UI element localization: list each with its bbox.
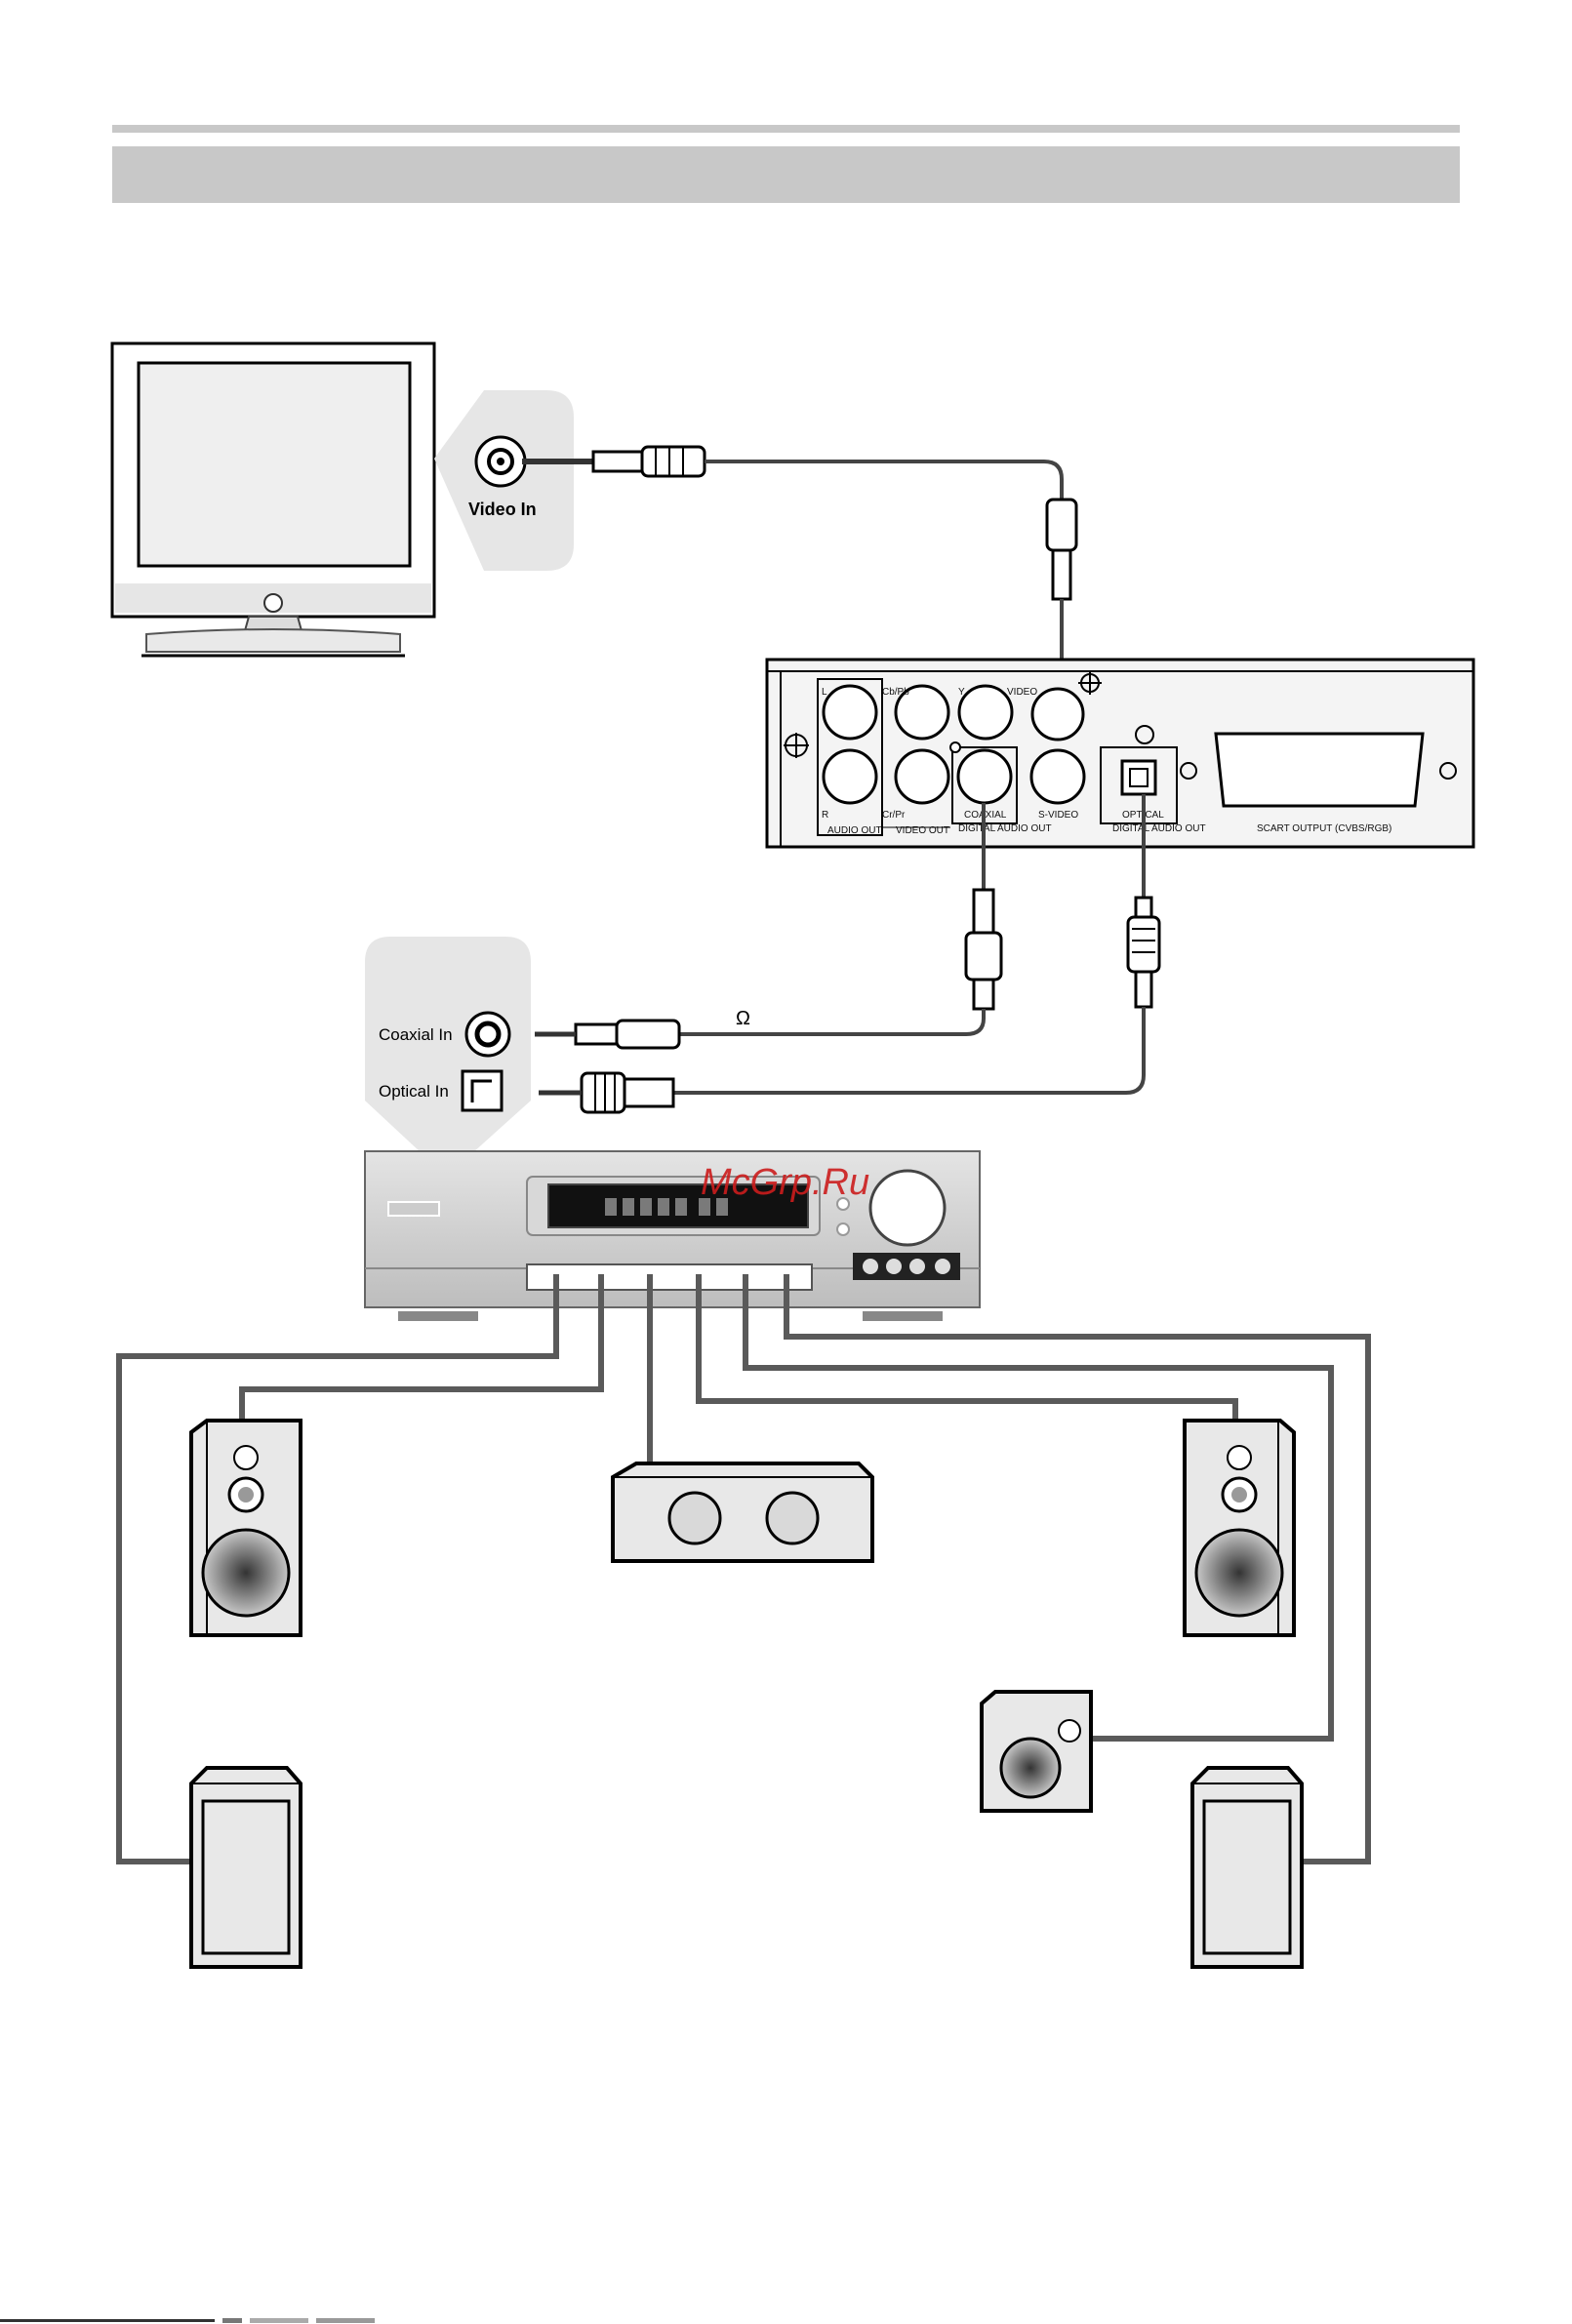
video-cable	[522, 447, 1076, 689]
av-receiver: McGrp.Ru	[365, 1151, 980, 1321]
front-right-speaker	[1185, 1421, 1294, 1635]
s-video-label: S-VIDEO	[1038, 810, 1078, 821]
speaker-wires	[119, 1274, 1368, 1862]
optical-digital-out-label: DIGITAL AUDIO OUT	[1112, 823, 1206, 834]
audio-out-label: AUDIO OUT	[827, 825, 882, 836]
scart-label: SCART OUTPUT (CVBS/RGB)	[1257, 823, 1391, 834]
tv-set	[112, 343, 434, 656]
watermark: McGrp.Ru	[701, 1162, 869, 1203]
video-in-label: Video In	[468, 500, 537, 519]
y-label: Y	[958, 687, 965, 698]
coaxial-in-label: Coaxial In	[379, 1025, 453, 1044]
tv-video-in-callout: Video In	[434, 390, 574, 571]
footer-mark	[0, 2316, 390, 2324]
audio-left-label: L	[822, 687, 827, 698]
dvd-rear-panel: L R AUDIO OUT Cb/Pb Cr/Pr Y VIDEO OUT VI…	[767, 660, 1473, 847]
cr-pr-label: Cr/Pr	[882, 810, 906, 821]
rear-left-speaker	[191, 1768, 301, 1967]
video-label: VIDEO	[1007, 687, 1037, 698]
cb-pb-label: Cb/Pb	[882, 687, 909, 698]
rear-right-speaker	[1192, 1768, 1302, 1967]
subwoofer	[982, 1692, 1091, 1811]
coaxial-digital-out-label: DIGITAL AUDIO OUT	[958, 823, 1052, 834]
optical-in-label: Optical In	[379, 1082, 449, 1101]
front-left-speaker	[191, 1421, 301, 1635]
optical-in-jack	[463, 1071, 502, 1110]
impedance-symbol: Ω	[736, 1008, 750, 1029]
audio-right-label: R	[822, 810, 828, 821]
center-speaker	[613, 1463, 872, 1561]
receiver-input-callout: Coaxial In Optical In	[365, 937, 531, 1153]
volume-knob	[870, 1171, 945, 1245]
